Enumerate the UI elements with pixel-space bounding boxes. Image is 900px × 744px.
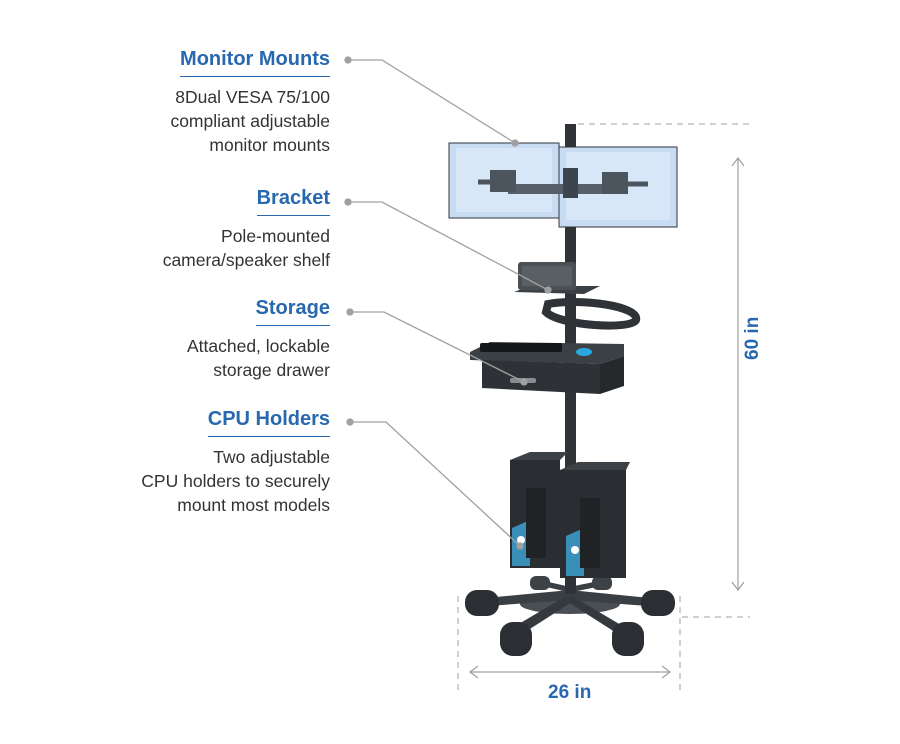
- caster-wheels: [465, 576, 675, 656]
- callout-line: Two adjustable: [213, 447, 330, 467]
- callout-bracket: Bracket Pole-mounted camera/speaker shel…: [163, 186, 330, 272]
- monitor-mount-arm: [478, 168, 648, 198]
- width-dimension-label: 26 in: [548, 682, 592, 703]
- push-handle: [541, 298, 640, 330]
- camera-bracket: [514, 262, 600, 294]
- storage-drawer: [470, 342, 624, 394]
- callout-monitor-mounts: Monitor Mounts 8Dual VESA 75/100 complia…: [170, 47, 330, 157]
- callout-title: CPU Holders: [207, 407, 330, 437]
- callout-title: Bracket: [256, 186, 330, 216]
- height-dimension-label: 60 in: [742, 316, 763, 360]
- callout-title: Storage: [255, 296, 330, 326]
- callout-line: compliant adjustable: [170, 111, 330, 131]
- callout-description: Two adjustable CPU holders to securely m…: [141, 445, 330, 517]
- callout-description: Attached, lockable storage drawer: [187, 334, 330, 382]
- callout-line: monitor mounts: [209, 135, 330, 155]
- leader-lines: [344, 56, 552, 550]
- callout-line: 8Dual VESA 75/100: [175, 87, 330, 107]
- callout-line: mount most models: [177, 495, 330, 515]
- callout-line: storage drawer: [213, 360, 330, 380]
- height-dimension: [578, 123, 750, 618]
- width-dimension: [457, 596, 681, 694]
- callout-line: Pole-mounted: [221, 226, 330, 246]
- callout-storage: Storage Attached, lockable storage drawe…: [187, 296, 330, 382]
- callout-line: CPU holders to securely: [141, 471, 330, 491]
- callout-cpu-holders: CPU Holders Two adjustable CPU holders t…: [141, 407, 330, 517]
- cpu-holders: [510, 452, 630, 578]
- callout-line: camera/speaker shelf: [162, 250, 330, 270]
- callout-line: Attached, lockable: [186, 336, 330, 356]
- callout-description: Pole-mounted camera/speaker shelf: [163, 224, 330, 272]
- cart-base: [486, 580, 650, 634]
- callout-title: Monitor Mounts: [180, 47, 330, 77]
- callout-description: 8Dual VESA 75/100 compliant adjustable m…: [170, 85, 330, 157]
